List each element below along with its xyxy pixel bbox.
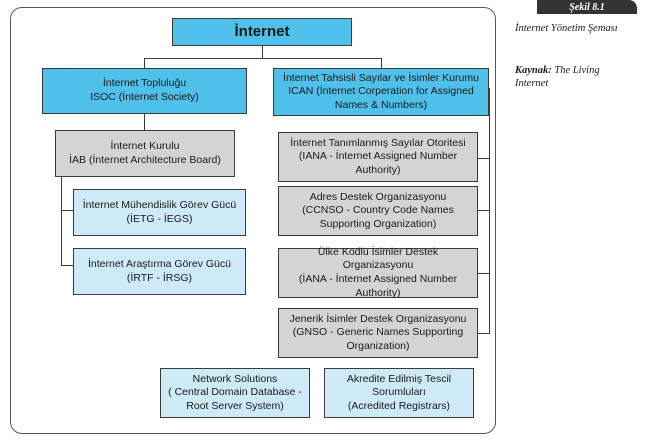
node-network-solutions: Network Solutions ( Central Domain Datab… — [160, 368, 310, 418]
connector-to-icann — [381, 58, 382, 68]
node-iab: İnternet Kurulu İAB (İnternet Architectu… — [55, 130, 235, 177]
connector-isoc-to-iab — [144, 114, 145, 130]
node-ccnso: Adres Destek Organizasyonu (CCNSO - Coun… — [278, 186, 478, 236]
node-irtf: İnternet Araştırma Görev Gücü (İRTF - İR… — [73, 248, 246, 295]
node-isoc: İnternet Topluluğu ISOC (İnternet Societ… — [42, 68, 247, 114]
connector-iab-spine — [61, 177, 62, 266]
connector-root-down — [262, 45, 263, 58]
figure-caption: İnternet Yönetim Şeması — [515, 23, 618, 34]
connector-to-iana1 — [478, 158, 490, 159]
figure-source: Kaynak: The Living Internet — [515, 64, 625, 90]
node-iana-country: Ülke Kodlu İsimler Destek Organizasyonu … — [278, 246, 478, 299]
node-icann: İnternet Tahsisli Sayılar ve İsimler Kur… — [273, 68, 489, 116]
connector-to-iana2 — [478, 273, 490, 274]
source-label: Kaynak: — [515, 65, 552, 76]
figure-tag: Şekil 8.1 — [537, 0, 637, 14]
source-text: The Living Internet — [515, 65, 600, 90]
node-iana-numbers: İnternet Tanımlanmış Sayılar Otoritesi (… — [278, 132, 478, 182]
connector-to-irtf — [61, 265, 73, 266]
diagram-frame — [10, 7, 496, 434]
connector-to-isoc — [144, 58, 145, 68]
root-node-internet: İnternet — [172, 18, 352, 46]
connector-to-ccnso — [478, 210, 490, 211]
node-gnso: Jenerik İsimler Destek Organizasyonu (GN… — [278, 308, 478, 358]
node-ietf: İnternet Mühendislik Görev Gücü (İETG - … — [73, 189, 246, 236]
connector-to-gnso — [478, 333, 490, 334]
node-accredited-registrars: Akredite Edilmiş Tescil Sorumluları (Acr… — [324, 368, 474, 418]
connector-to-ietf — [61, 210, 73, 211]
connector-top-horizontal — [144, 58, 381, 59]
